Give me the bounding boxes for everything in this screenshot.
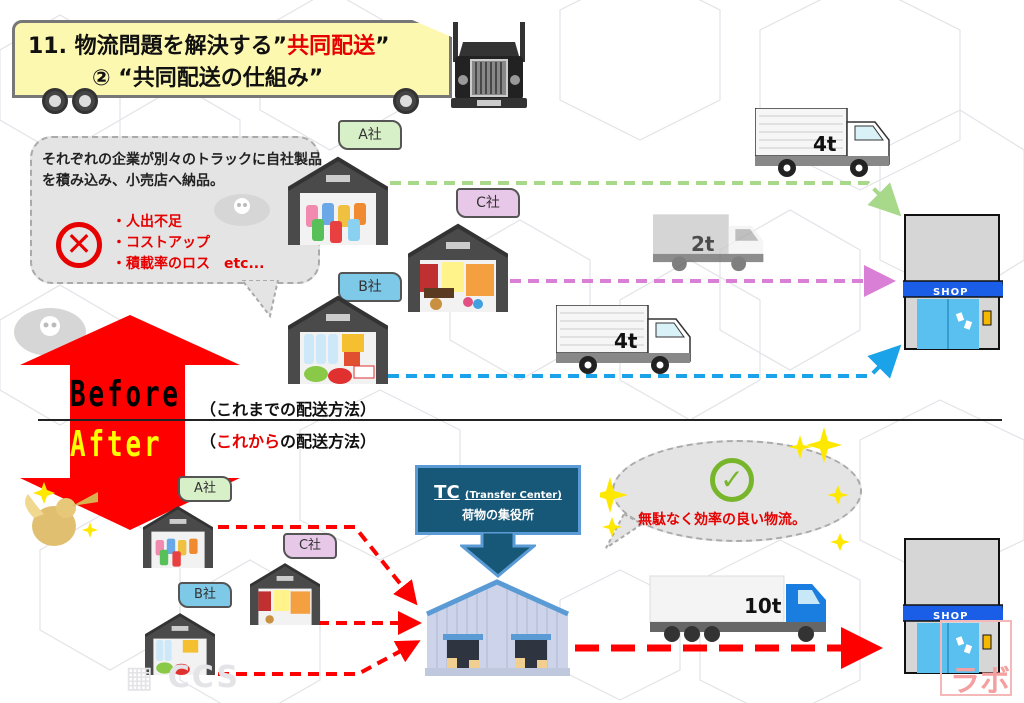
- tc-description: 荷物の集役所: [461, 508, 534, 522]
- large-truck-icon: [649, 575, 826, 642]
- warehouse-a-icon: [143, 506, 213, 568]
- problem-description: それぞれの企業が別々のトラックに自社製品を積み込み、小売店へ納品。: [42, 152, 322, 189]
- warehouse-a-icon: [288, 157, 388, 245]
- problem-item: ・コストアップ: [112, 235, 210, 251]
- section-divider: [38, 419, 1002, 421]
- truck-4t-b: 4t: [555, 304, 692, 377]
- company-flag-a: A社: [338, 120, 402, 150]
- cross-icon: ✕: [56, 222, 102, 268]
- wheel-icon: [393, 88, 419, 114]
- drink-cans-icon: [306, 203, 366, 243]
- shop-label: SHOP: [933, 287, 969, 298]
- benefit-speech-bubble: [612, 440, 862, 542]
- title-suffix: ”: [375, 34, 390, 59]
- groceries-icon: [304, 334, 375, 384]
- after-route-a-line: [218, 525, 418, 606]
- truck-4t-a: 4t: [754, 107, 891, 180]
- shop-label: SHOP: [933, 611, 969, 622]
- route-a-line: [390, 181, 902, 217]
- after-subtitle: （これからの配送方法）: [200, 428, 376, 452]
- shop-after: SHOP: [898, 537, 1006, 677]
- shop-icon: [898, 214, 1006, 350]
- title-highlight: 共同配送: [287, 34, 376, 59]
- truck-capacity-label: 4t: [813, 132, 837, 156]
- after-label: After: [70, 424, 163, 465]
- bubble-tail: [240, 280, 280, 319]
- check-icon: ✓: [710, 458, 754, 502]
- company-flag-c: C社: [283, 533, 337, 559]
- sparkles-icon: [600, 427, 850, 551]
- warehouse-c-icon: [408, 224, 508, 312]
- after-route-b-line: [218, 640, 421, 676]
- box-truck-icon: [653, 214, 764, 272]
- watermark-stamp: ラボ: [940, 620, 1012, 699]
- tc-full-name: (Transfer Center): [464, 490, 562, 501]
- page-title: 11. 物流問題を解決する”共同配送”: [28, 28, 390, 60]
- warehouse-c-icon: [250, 563, 320, 625]
- problem-item: ・人出不足: [112, 214, 182, 230]
- bubble-tail: [605, 512, 644, 549]
- truck-capacity-label: 2t: [691, 232, 715, 256]
- warehouse-b-icon: [145, 613, 215, 675]
- wheel-icon: [42, 88, 68, 114]
- after-subtitle-suffix: の配送方法）: [280, 432, 377, 451]
- transfer-center-warehouse-icon: [425, 579, 570, 676]
- title-prefix: 11. 物流問題を解決する”: [28, 34, 288, 59]
- watermark-logo: ▦ CCS: [125, 660, 240, 695]
- truck-2t-c: 2t: [653, 212, 765, 276]
- company-flag-b: B社: [178, 582, 232, 608]
- tc-abbr: TC: [434, 482, 460, 503]
- skull-smoke-icon: [214, 194, 270, 226]
- after-subtitle-highlight: これから: [216, 432, 281, 451]
- tc-down-arrow: [460, 532, 536, 578]
- truck-capacity-label: 10t: [744, 594, 782, 618]
- cherub-trumpet-icon: [25, 482, 98, 546]
- after-subtitle-prefix: （: [200, 432, 217, 451]
- before-label: Before: [70, 374, 181, 415]
- tc-title: TC (Transfer Center): [415, 482, 581, 503]
- benefit-text: 無駄なく効率の良い物流。: [638, 512, 806, 528]
- truck-10t: 10t: [648, 574, 830, 644]
- title-banner: [12, 20, 452, 98]
- truck-capacity-label: 4t: [614, 329, 638, 353]
- page-subtitle: ② “共同配送の仕組み”: [92, 66, 324, 91]
- company-flag-c: C社: [456, 188, 520, 218]
- shop-before: SHOP: [898, 213, 1006, 353]
- problem-list: ・人出不足 ・コストアップ ・積載率のロス etc...: [112, 212, 264, 275]
- before-subtitle: （これまでの配送方法）: [200, 400, 377, 419]
- company-flag-a: A社: [178, 476, 232, 502]
- wheel-icon: [72, 88, 98, 114]
- warehouse-b-icon: [288, 296, 388, 384]
- semi-truck-icon: [451, 22, 527, 108]
- problem-item: ・積載率のロス etc...: [112, 256, 265, 272]
- company-flag-b: B社: [338, 272, 402, 302]
- snacks-icon: [420, 262, 494, 310]
